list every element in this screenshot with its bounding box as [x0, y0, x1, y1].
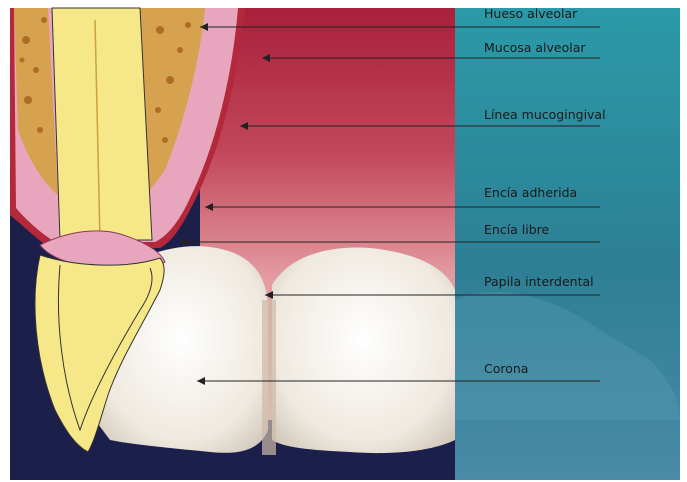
label-papila-interdental: Papila interdental [484, 274, 594, 289]
label-encia-libre: Encía libre [484, 222, 550, 237]
diagram-root [52, 8, 152, 240]
label-encia-adherida: Encía adherida [484, 185, 577, 200]
label-linea-mucogingival: Línea mucogingival [484, 107, 606, 122]
bottom-dark [10, 455, 455, 480]
label-hueso-alveolar: Hueso alveolar [484, 6, 578, 21]
photo-gap [262, 300, 276, 455]
label-mucosa-alveolar: Mucosa alveolar [484, 40, 586, 55]
photo-tooth-right [272, 247, 455, 453]
label-corona: Corona [484, 361, 528, 376]
